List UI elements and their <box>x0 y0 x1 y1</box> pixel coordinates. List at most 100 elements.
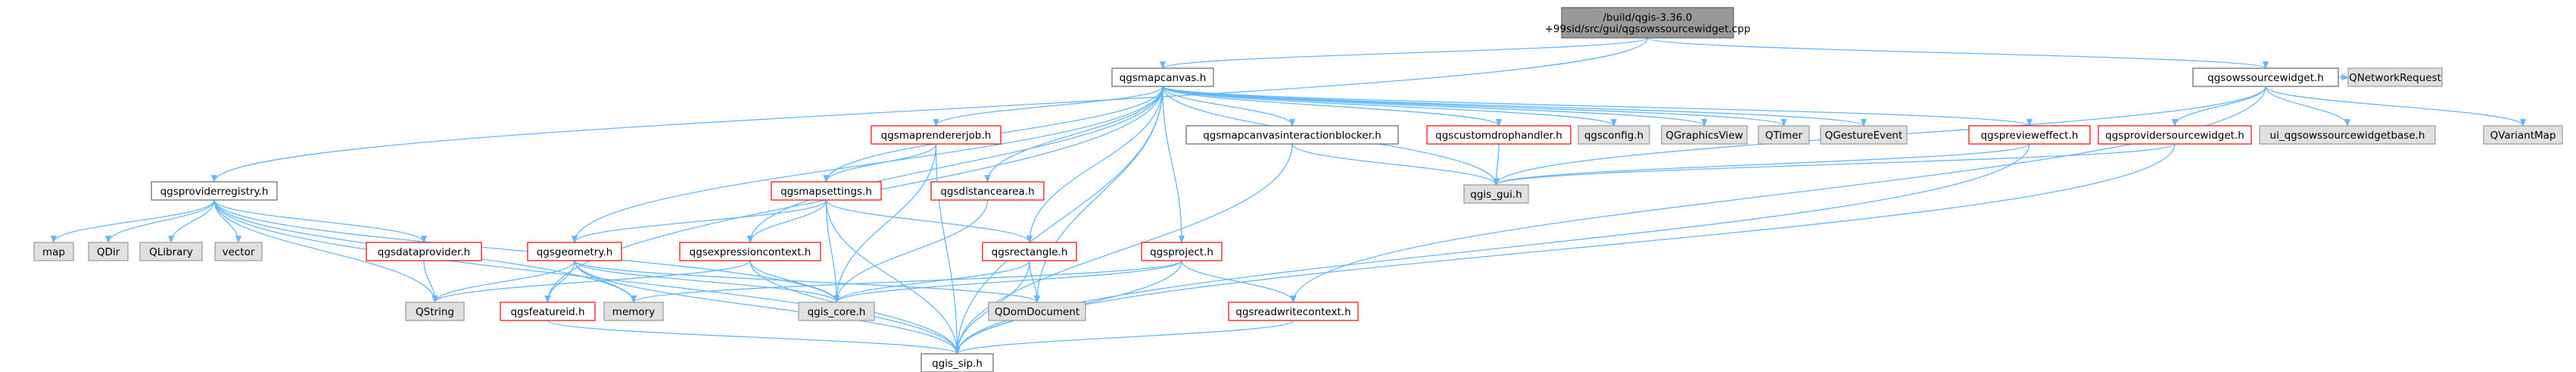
edge-arrowhead <box>823 175 830 183</box>
edge-arrowhead <box>1860 119 1867 127</box>
node-maprendererjob[interactable]: qgsmaprendererjob.h <box>871 125 1001 145</box>
edge-mapcanvas-to-expressioncontext <box>749 86 1163 243</box>
node-box[interactable] <box>1141 242 1223 261</box>
edge-arrowhead <box>2344 119 2351 127</box>
node-box[interactable] <box>527 242 622 261</box>
edge-readwritecontext-to-qgis_sip <box>956 320 1294 355</box>
node-rectangle[interactable]: qgsrectangle.h <box>982 242 1077 261</box>
node-interactionblocker[interactable]: qgsmapcanvasinteractionblocker.h <box>1185 125 1399 145</box>
node-box[interactable] <box>2098 125 2252 145</box>
node-box[interactable] <box>1561 7 1734 39</box>
node-mapsettings[interactable]: qgsmapsettings.h <box>771 181 882 201</box>
node-label: qgsmapcanvas.h <box>1120 72 1207 84</box>
edge-arrowhead <box>1701 119 1708 127</box>
node-box <box>1463 184 1529 204</box>
edge-geometry-to-qgis_sip <box>574 260 958 355</box>
edge-mapcanvas-to-previeweffect <box>1162 86 2030 127</box>
edge-arrowhead <box>2026 119 2033 127</box>
edge-owssourcewidget-to-qvariantmap <box>2265 86 2524 127</box>
node-label: qgsmapcanvasinteractionblocker.h <box>1203 130 1381 142</box>
node-box[interactable] <box>920 353 994 372</box>
node-box[interactable] <box>1968 125 2091 145</box>
node-box <box>1758 125 1810 145</box>
node-featureid[interactable]: qgsfeatureid.h <box>500 302 596 321</box>
node-label: QDomDocument <box>995 306 1079 318</box>
edge-mapcanvas-to-interactionblocker <box>1162 86 1293 127</box>
node-providersourcewidget[interactable]: qgsprovidersourcewidget.h <box>2098 125 2252 145</box>
edge-providerregistry-to-dataprovider <box>213 199 425 243</box>
edge-mapcanvas-to-geometry <box>574 86 1163 243</box>
edge-arrowhead <box>833 295 840 304</box>
node-box[interactable] <box>500 302 596 321</box>
edge-arrowhead <box>746 236 754 244</box>
node-box[interactable] <box>871 125 1001 145</box>
node-label: qgis_sip.h <box>932 358 983 370</box>
node-previeweffect[interactable]: qgspreviewеffect.h <box>1968 125 2091 145</box>
node-box[interactable] <box>930 181 1045 201</box>
node-box <box>798 302 875 321</box>
edge-arrowhead <box>1026 236 1033 244</box>
edge-arrowhead <box>1780 119 1787 127</box>
node-distancearea[interactable]: qgsdistancearea.h <box>930 181 1045 201</box>
node-providerregistry[interactable]: qgsproviderregistry.h <box>151 181 278 201</box>
edge-geometry-to-qdomdocument <box>574 260 1038 303</box>
edge-arrowhead <box>1159 61 1167 70</box>
node-expressioncontext[interactable]: qgsexpressioncontext.h <box>679 242 821 261</box>
edge-mapcanvas-to-qtimer <box>1162 86 1785 127</box>
node-box <box>88 242 129 261</box>
edge-arrowhead <box>1610 119 1618 127</box>
node-owssourcewidget[interactable]: qgsowssourcewidget.h <box>2192 67 2339 87</box>
node-project[interactable]: qgsproject.h <box>1141 242 1223 261</box>
node-box[interactable] <box>366 242 482 261</box>
edge-featureid-to-qgis_sip <box>547 320 958 355</box>
node-mapcanvas[interactable]: qgsmapcanvas.h <box>1111 67 1214 87</box>
edge-arrowhead <box>2262 61 2269 70</box>
node-root[interactable]: /build/qgis-3.36.0+99sid/src/gui/qgsowss… <box>1545 7 1751 39</box>
node-label: qgsmaprendererjob.h <box>881 130 992 142</box>
node-box[interactable] <box>771 181 882 201</box>
node-box <box>139 242 203 261</box>
edge-arrowhead <box>630 295 637 304</box>
node-label: map <box>42 246 65 258</box>
node-box[interactable] <box>1426 125 1571 145</box>
node-qnetworkrequest: QNetworkRequest <box>2347 67 2443 87</box>
edge-interactionblocker-to-qgis_sip <box>956 143 1293 355</box>
node-box[interactable] <box>1111 67 1214 87</box>
edge-mapcanvas-to-customdrophandler <box>1162 86 1500 127</box>
node-box[interactable] <box>1185 125 1399 145</box>
node-geometry[interactable]: qgsgeometry.h <box>527 242 622 261</box>
edge-arrowhead <box>1290 295 1297 304</box>
edge-arrowhead <box>1495 119 1503 127</box>
edge-mapcanvas-to-qgis_sip <box>956 86 1163 355</box>
edge-arrowhead <box>954 347 961 355</box>
edge-interactionblocker-to-qgis_gui <box>1291 143 1497 186</box>
node-customdrophandler[interactable]: qgscustomdrophandler.h <box>1426 125 1571 145</box>
node-memory: memory <box>603 302 664 321</box>
node-label: qgscustomdrophandler.h <box>1435 130 1562 142</box>
node-box[interactable] <box>2192 67 2339 87</box>
node-box[interactable] <box>679 242 821 261</box>
node-qtimer: QTimer <box>1758 125 1810 145</box>
node-box[interactable] <box>151 181 278 201</box>
node-label: qgsgeometry.h <box>537 246 613 258</box>
edge-providerregistry-to-map <box>53 199 215 243</box>
node-dataprovider[interactable]: qgsdataprovider.h <box>366 242 482 261</box>
edge-arrowhead <box>210 175 218 183</box>
edge-arrowhead <box>167 236 175 244</box>
node-qgis_gui: qgis_gui.h <box>1463 184 1529 204</box>
node-readwritecontext[interactable]: qgsreadwritecontext.h <box>1228 302 1359 321</box>
node-box[interactable] <box>982 242 1077 261</box>
node-label: QVariantMap <box>2490 130 2556 142</box>
edge-root-to-owssourcewidget <box>1646 37 2266 69</box>
edge-mapcanvas-to-qdomdocument <box>1036 86 1163 303</box>
node-qgis_sip[interactable]: qgis_sip.h <box>920 353 994 372</box>
edge-owssourcewidget-to-readwritecontext <box>1292 86 2266 303</box>
node-label: qgis_core.h <box>808 306 866 318</box>
edge-arrowhead <box>104 236 112 244</box>
edge-geometry-to-qgis_core <box>574 260 837 303</box>
edge-mapcanvas-to-rectangle <box>1029 86 1163 243</box>
edge-mapcanvas-to-project <box>1162 86 1182 243</box>
node-box[interactable] <box>1228 302 1359 321</box>
node-map: map <box>33 242 74 261</box>
